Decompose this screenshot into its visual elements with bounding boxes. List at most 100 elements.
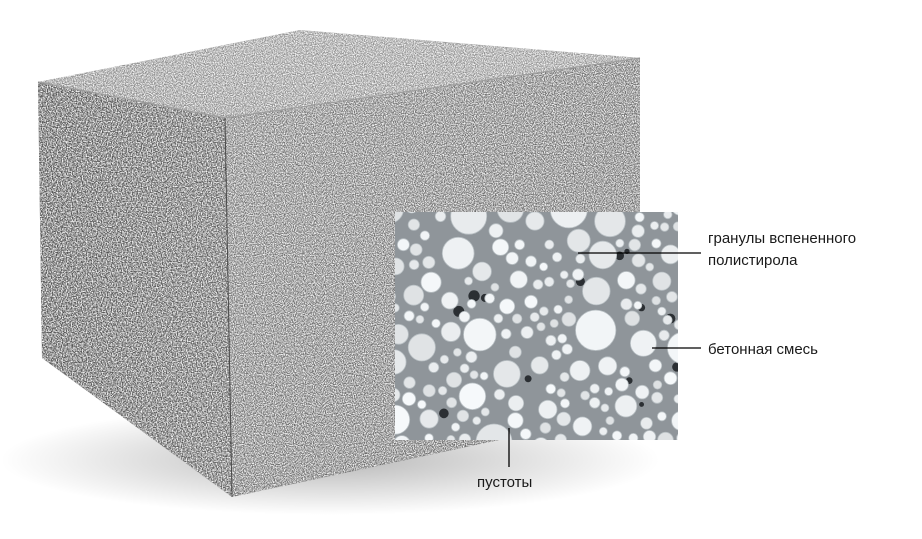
polystyrene-granule	[450, 422, 461, 432]
polystyrene-granule	[631, 253, 646, 268]
polystyrene-granule	[463, 317, 497, 352]
polystyrene-granule	[619, 366, 631, 378]
polystyrene-granule	[657, 411, 667, 422]
polystyrene-granule	[620, 298, 633, 311]
polystyrene-granule	[472, 261, 492, 282]
polystyrene-granule	[615, 238, 625, 248]
polystyrene-granule	[652, 380, 663, 390]
polystyrene-granule	[634, 212, 645, 223]
polystyrene-granule	[663, 371, 678, 386]
polystyrene-granule	[532, 279, 544, 290]
polystyrene-granule	[530, 356, 549, 375]
polystyrene-granule	[472, 416, 482, 426]
polystyrene-granule	[666, 291, 678, 303]
polystyrene-granule	[439, 354, 449, 364]
polystyrene-granule	[422, 255, 436, 269]
polystyrene-granule	[401, 391, 417, 406]
leader-lines	[508, 252, 701, 467]
polystyrene-granule	[469, 370, 479, 380]
polystyrene-granule	[519, 428, 532, 440]
polystyrene-granule	[538, 399, 558, 420]
polystyrene-granule	[458, 433, 472, 440]
polystyrene-granule	[651, 295, 661, 306]
polystyrene-granule	[497, 212, 524, 223]
polystyrene-granule	[500, 328, 512, 340]
polystyrene-granule	[475, 423, 513, 440]
polystyrene-granule	[676, 433, 678, 440]
polystyrene-granule	[395, 435, 410, 440]
polystyrene-granule	[604, 386, 614, 396]
polystyrene-granule	[480, 407, 490, 417]
polystyrene-granule	[452, 347, 462, 357]
polystyrene-granule	[597, 356, 618, 376]
polystyrene-granule	[566, 228, 591, 253]
polystyrene-granule	[395, 303, 400, 313]
polystyrene-granule	[395, 387, 401, 402]
polystyrene-granule	[628, 238, 641, 252]
polystyrene-granule	[556, 388, 566, 398]
polystyrene-granule	[582, 276, 611, 306]
polystyrene-granule	[544, 276, 555, 288]
polystyrene-granule	[600, 403, 610, 413]
polystyrene-granule	[434, 212, 447, 222]
polystyrene-granule	[459, 363, 470, 374]
polystyrene-granule	[525, 255, 537, 268]
polystyrene-granule	[633, 300, 643, 310]
polystyrene-granule	[550, 212, 588, 229]
polystyrene-granule	[456, 409, 470, 423]
polystyrene-granule	[657, 431, 674, 440]
polystyrene-granule	[419, 230, 430, 241]
polystyrene-granule	[395, 257, 405, 276]
polystyrene-granule	[615, 377, 629, 392]
polystyrene-granule	[553, 304, 563, 315]
polystyrene-granule	[611, 430, 623, 440]
polystyrene-granule	[564, 295, 573, 305]
polystyrene-granule	[549, 318, 559, 328]
polystyrene-granule	[651, 238, 662, 249]
void-pore	[439, 408, 449, 419]
polystyrene-granule	[640, 416, 653, 430]
label-voids: пустоты	[477, 474, 533, 491]
polystyrene-granule	[554, 433, 567, 440]
polystyrene-granule	[458, 382, 487, 411]
polystyrene-granule	[569, 360, 591, 382]
polystyrene-granule	[588, 240, 618, 270]
polystyrene-granule	[408, 259, 420, 271]
polystyrene-granule	[507, 395, 525, 412]
polystyrene-granule	[561, 311, 577, 327]
polystyrene-granule	[672, 212, 678, 216]
polystyrene-granule	[490, 282, 500, 292]
polystyrene-granule	[534, 437, 548, 440]
polystyrene-granule	[642, 430, 657, 440]
polystyrene-granule	[499, 298, 516, 315]
polystyrene-granule	[539, 422, 552, 434]
polystyrene-granule	[561, 343, 573, 355]
polystyrene-granule	[551, 349, 562, 361]
polystyrene-granule	[663, 212, 673, 220]
polystyrene-granule	[395, 349, 407, 375]
polystyrene-granule	[657, 306, 667, 316]
polystyrene-granule	[484, 293, 496, 304]
polystyrene-granule	[417, 399, 427, 410]
polystyrene-granule	[446, 435, 456, 440]
polystyrene-granule	[511, 313, 523, 324]
polystyrene-granule	[544, 239, 555, 250]
microstructure-magnified-icon	[395, 212, 678, 440]
polystyrene-granule	[557, 333, 568, 344]
polystyrene-granule	[545, 334, 557, 347]
polystyrene-granule	[493, 360, 521, 388]
void-pore	[615, 251, 624, 261]
polystyrene-granule	[509, 270, 528, 289]
polystyrene-granules	[395, 212, 678, 440]
polystyrene-granule	[446, 397, 458, 409]
polystyrene-granule	[575, 253, 586, 264]
polystyrene-granule	[631, 224, 645, 238]
polystyrene-granule	[571, 268, 585, 281]
polystyrene-granule	[672, 221, 678, 232]
polystyrene-granule	[559, 270, 569, 280]
polystyrene-granule	[493, 388, 506, 401]
polystyrene-granule	[395, 324, 409, 345]
polystyrene-granule	[580, 390, 590, 401]
polystyrene-granule	[407, 333, 436, 362]
